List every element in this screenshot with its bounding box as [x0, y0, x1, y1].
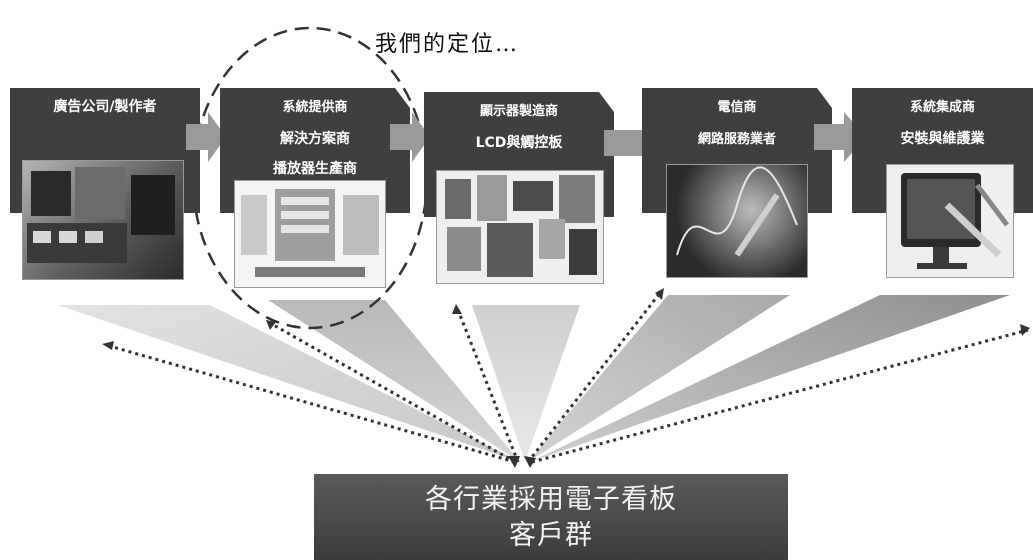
stage-ad-agency-label: 廣告公司/製作者 — [53, 99, 157, 115]
broadcast-studio-image — [22, 160, 184, 280]
stage-telecom-label-1: 電信商 — [717, 100, 757, 115]
wedge-integrator — [530, 295, 1010, 462]
monitor-with-tools-image — [886, 164, 1014, 278]
page-title: 我們的定位… — [375, 32, 520, 57]
customer-line-1: 各行業採用電子看板 — [425, 484, 677, 515]
stage-system-provider-label-3: 播放器生產商 — [273, 161, 357, 177]
stage-system-provider-label-2: 解決方案商 — [280, 131, 350, 147]
dotted-arrow-4 — [526, 292, 662, 463]
customer-group-box: 各行業採用電子看板 客戶群 — [314, 474, 788, 560]
stage-integrator: 系統集成商 安裝與維護業 — [852, 88, 1033, 288]
dotted-arrow-5 — [531, 328, 1029, 464]
wedge-ad-agency — [58, 305, 520, 462]
network-signal-image — [666, 164, 808, 278]
flow-arrow-1 — [186, 112, 226, 162]
customer-line-2: 客戶群 — [509, 520, 593, 551]
stage-telecom-label-2: 網路服務業者 — [697, 132, 776, 147]
stage-integrator-label-2: 安裝與維護業 — [900, 131, 985, 147]
stage-display-maker: 顯示器製造商 LCD與觸控板 — [424, 92, 614, 284]
stage-display-maker-label-1: 顯示器製造商 — [479, 104, 558, 119]
wedge-telecom — [528, 295, 790, 462]
system-architecture-image — [234, 180, 386, 288]
flow-arrow-2 — [390, 112, 430, 162]
stage-telecom: 電信商 網路服務業者 — [642, 88, 832, 288]
stage-ad-agency: 廣告公司/製作者 — [10, 88, 200, 280]
stage-system-provider: 系統提供商 解決方案商 播放器生產商 — [220, 88, 410, 288]
stage-display-maker-label-2: LCD與觸控板 — [475, 135, 563, 151]
dotted-arrow-2 — [269, 321, 516, 464]
dotted-arrow-1 — [105, 343, 516, 464]
display-panels-image — [436, 170, 604, 284]
wedge-system-provider — [268, 300, 520, 462]
wedge-display-maker — [472, 305, 580, 462]
stage-integrator-label-1: 系統集成商 — [909, 100, 975, 115]
stage-system-provider-label-1: 系統提供商 — [282, 100, 348, 115]
